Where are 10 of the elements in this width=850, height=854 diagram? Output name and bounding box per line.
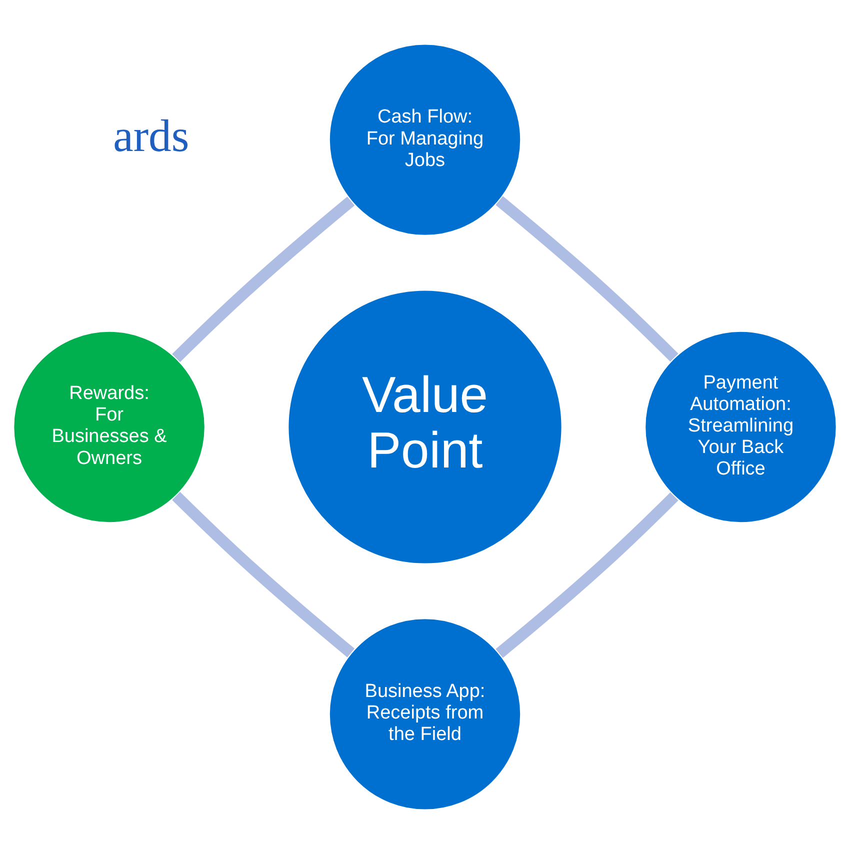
node-circle: Cash Flow: For Managing Jobs (328, 43, 522, 236)
label: ards (113, 110, 190, 161)
node-circle: Value Point (287, 289, 563, 565)
node-circle: Payment Automation: Streamlining Your Back Office (644, 330, 838, 524)
connector (172, 492, 355, 658)
connector (496, 492, 678, 658)
node-circle: Rewards: For Businesses & Owners (12, 330, 206, 524)
node-circle: Business App: Receipts from the Field (328, 618, 522, 811)
connector (172, 196, 355, 362)
connector (496, 196, 678, 362)
